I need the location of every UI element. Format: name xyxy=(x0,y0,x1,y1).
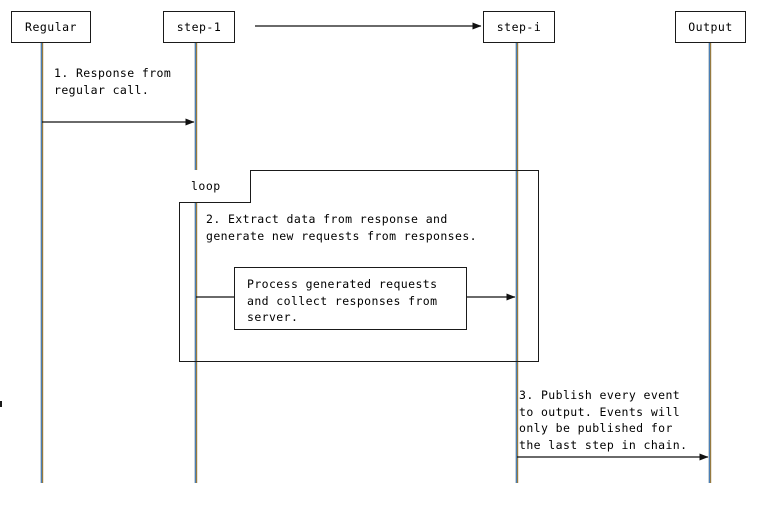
participant-box-regular[interactable]: Regular xyxy=(11,11,91,43)
edge-artifact-mark xyxy=(0,401,2,407)
participant-label-output: Output xyxy=(688,20,733,34)
participant-label-step-i: step-i xyxy=(496,20,542,34)
loop-fragment-box xyxy=(179,170,539,362)
participant-box-output[interactable]: Output xyxy=(675,11,746,43)
message-label-response-from-regular: 1. Response from regular call. xyxy=(54,66,172,97)
loop-operator-text: loop xyxy=(191,179,221,193)
participant-label-step-1: step-1 xyxy=(176,20,222,34)
participant-box-step-i[interactable]: step-i xyxy=(483,11,555,43)
participant-label-regular: Regular xyxy=(25,20,77,34)
loop-body-text: 2. Extract data from response and genera… xyxy=(206,212,477,243)
participant-box-step-1[interactable]: step-1 xyxy=(163,11,235,43)
loop-fragment-operator-label: loop xyxy=(179,170,251,203)
note-process-generated-requests: Process generated requests and collect r… xyxy=(234,267,467,330)
message-label-publish-every-event: 3. Publish every event to output. Events… xyxy=(519,388,688,452)
